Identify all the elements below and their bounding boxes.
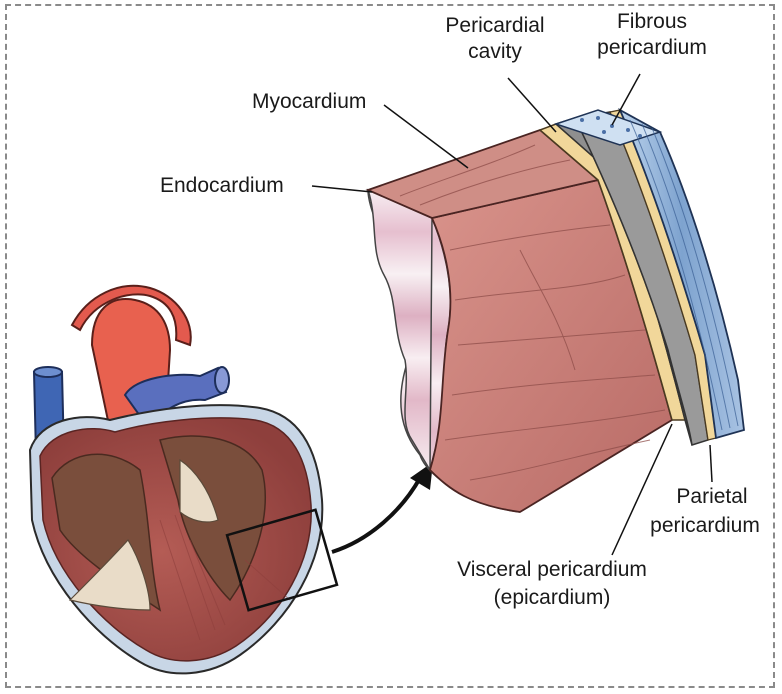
label-myocardium: Myocardium: [252, 90, 366, 113]
label-visceral-1: Visceral pericardium: [457, 558, 647, 581]
leader-parietal: [710, 445, 712, 482]
leader-pericardial-cavity: [508, 78, 556, 132]
label-fibrous-1: Fibrous: [617, 10, 687, 33]
label-parietal-1: Parietal: [676, 485, 747, 508]
endocardium-layer: [368, 190, 432, 470]
label-parietal-2: pericardium: [650, 514, 760, 537]
label-visceral-2: (epicardium): [494, 586, 611, 609]
label-pericardial-cavity-2: cavity: [468, 40, 522, 63]
label-fibrous-2: pericardium: [597, 36, 707, 59]
label-pericardial-cavity-1: Pericardial: [445, 14, 544, 37]
leader-endocardium: [312, 186, 372, 192]
zoom-arrow: [332, 478, 420, 552]
label-endocardium: Endocardium: [160, 174, 284, 197]
heart-cross-section: [30, 286, 337, 674]
heart-wall-block: [368, 110, 744, 512]
leader-myocardium: [384, 105, 468, 168]
